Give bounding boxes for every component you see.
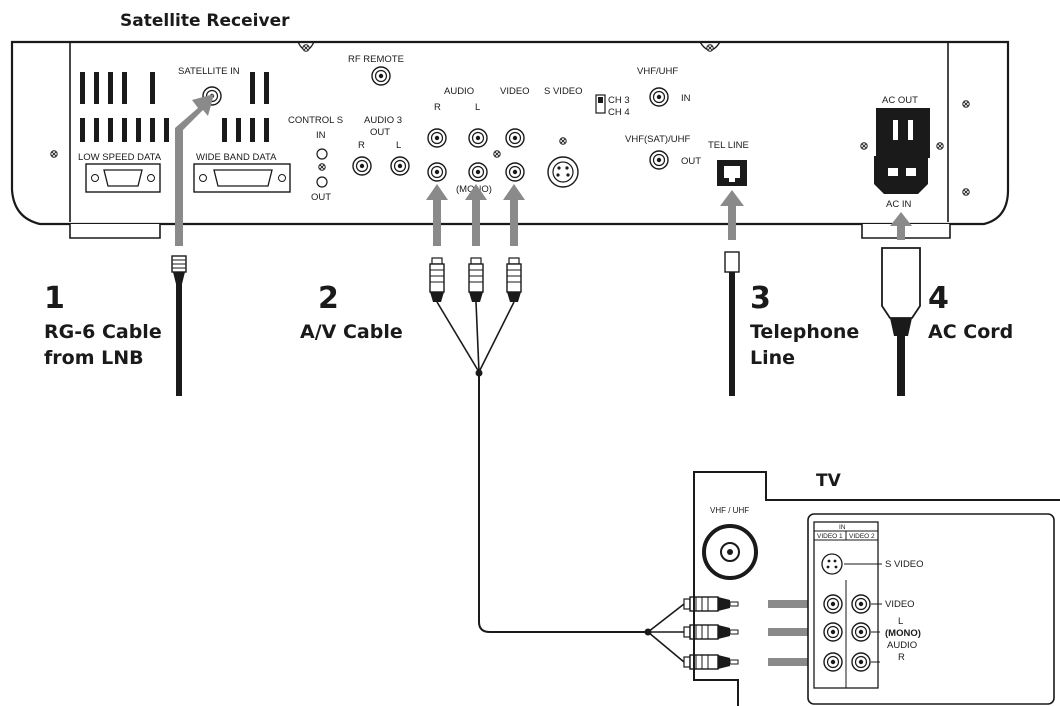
- ac-cord: [881, 247, 921, 396]
- low-speed-data-port: [85, 163, 161, 193]
- audio-r-arrow: [426, 184, 448, 246]
- tv-vhf-uhf-label: VHF / UHF: [710, 506, 749, 515]
- callout-4-number: 4: [928, 281, 949, 316]
- ac-in-label: AC IN: [886, 199, 911, 210]
- tv-video1-video-jack: [823, 594, 843, 614]
- tv-l-label: L: [898, 616, 903, 627]
- audio3-r-label: R: [358, 140, 365, 151]
- ch3-ch4-switch: [595, 94, 606, 114]
- audio-l-jack: [468, 162, 488, 182]
- tv-video2-label: VIDEO 2: [849, 533, 875, 540]
- callout-1-caption-line-1: RG-6 Cable: [44, 321, 162, 343]
- audio-r-label: R: [434, 102, 441, 113]
- audio3-label: AUDIO 3: [364, 115, 402, 126]
- tel-line-label: TEL LINE: [708, 140, 749, 151]
- tv-video1-audio-l-jack: [823, 622, 843, 642]
- callout-1-number: 1: [44, 281, 65, 316]
- ch3-label: CH 3: [608, 95, 630, 106]
- rf-remote-jack: [371, 66, 391, 86]
- vhf-in-label: IN: [681, 93, 691, 104]
- audio-label: AUDIO: [444, 86, 474, 97]
- audio-r-jack: [427, 162, 447, 182]
- tv-video1-audio-r-jack: [823, 652, 843, 672]
- audio3-r-jack: [352, 156, 372, 176]
- tel-line-jack: [717, 160, 747, 186]
- tv-panel: TV VHF / UHF IN VIDEO 1 VIDEO 2 S VIDE: [693, 471, 1060, 706]
- av-cable: [429, 257, 739, 670]
- tv-audio-label: AUDIO: [887, 640, 917, 651]
- tv-mono-label: (MONO): [885, 628, 921, 639]
- vhf-out-label: OUT: [681, 156, 701, 167]
- rg6-cable: [171, 255, 187, 396]
- telephone-line: [724, 251, 740, 396]
- rf-remote-label: RF REMOTE: [348, 54, 404, 65]
- tv-antenna-jack: [702, 524, 758, 580]
- vhf-sat-uhf-out-jack: [649, 150, 669, 170]
- video-jack: [505, 162, 525, 182]
- tv-title: TV: [816, 471, 842, 491]
- vhf-uhf-label: VHF/UHF: [637, 66, 678, 77]
- control-s-in-jack: [316, 148, 328, 160]
- satellite-receiver: [10, 40, 1010, 239]
- vhf-uhf-in-jack: [649, 87, 669, 107]
- audio3-l-label: L: [396, 140, 401, 151]
- wide-band-data-port: [193, 163, 291, 193]
- ch4-label: CH 4: [608, 107, 630, 118]
- tv-video2-audio-r-jack: [851, 652, 871, 672]
- video-label: VIDEO: [500, 86, 530, 97]
- audio3-l-jack: [390, 156, 410, 176]
- control-s-in-label: IN: [316, 130, 326, 141]
- control-s-out-jack: [316, 176, 328, 188]
- audio-l-jack-top: [468, 128, 488, 148]
- callout-3-caption-line-2: Line: [750, 347, 795, 369]
- ac-in-inlet: [874, 156, 928, 194]
- callout-1-caption-line-2: from LNB: [44, 347, 144, 369]
- audio3-out-label: OUT: [370, 127, 390, 138]
- tv-video1-label: VIDEO 1: [817, 533, 843, 540]
- callout-4-caption: AC Cord: [928, 321, 1013, 343]
- low-speed-data-label: LOW SPEED DATA: [78, 152, 162, 163]
- video-jack-top: [505, 128, 525, 148]
- tv-video2-audio-l-jack: [851, 622, 871, 642]
- callout-3-number: 3: [750, 281, 771, 316]
- tv-s-video-jack: [821, 553, 843, 575]
- callout-3-caption-line-1: Telephone: [750, 321, 859, 343]
- tv-video2-video-jack: [851, 594, 871, 614]
- audio-l-arrow: [465, 184, 487, 246]
- audio-r-jack-top: [427, 128, 447, 148]
- vent-slots: [80, 72, 269, 142]
- s-video-label: S VIDEO: [544, 86, 583, 97]
- satellite-in-label: SATELLITE IN: [178, 66, 240, 77]
- video-arrow: [503, 184, 525, 246]
- coax-arrow: [175, 94, 214, 246]
- receiver-title: Satellite Receiver: [120, 11, 290, 31]
- callout-2-number: 2: [318, 281, 339, 316]
- tv-s-video-label: S VIDEO: [885, 559, 924, 570]
- tv-r-label: R: [898, 652, 905, 663]
- vhf-sat-uhf-label: VHF(SAT)/UHF: [625, 134, 690, 145]
- ac-out-label: AC OUT: [882, 95, 918, 106]
- s-video-jack: [547, 156, 579, 188]
- tv-in-label: IN: [839, 524, 846, 531]
- control-s-out-label: OUT: [311, 192, 331, 203]
- wide-band-data-label: WIDE BAND DATA: [196, 152, 277, 163]
- ac-arrow: [890, 212, 912, 240]
- control-s-label: CONTROL S: [288, 115, 343, 126]
- tel-arrow: [720, 190, 744, 240]
- audio-l-label: L: [475, 102, 480, 113]
- callout-2-caption: A/V Cable: [300, 321, 403, 343]
- ac-out-outlet: [876, 108, 930, 158]
- tv-video-label: VIDEO: [885, 599, 915, 610]
